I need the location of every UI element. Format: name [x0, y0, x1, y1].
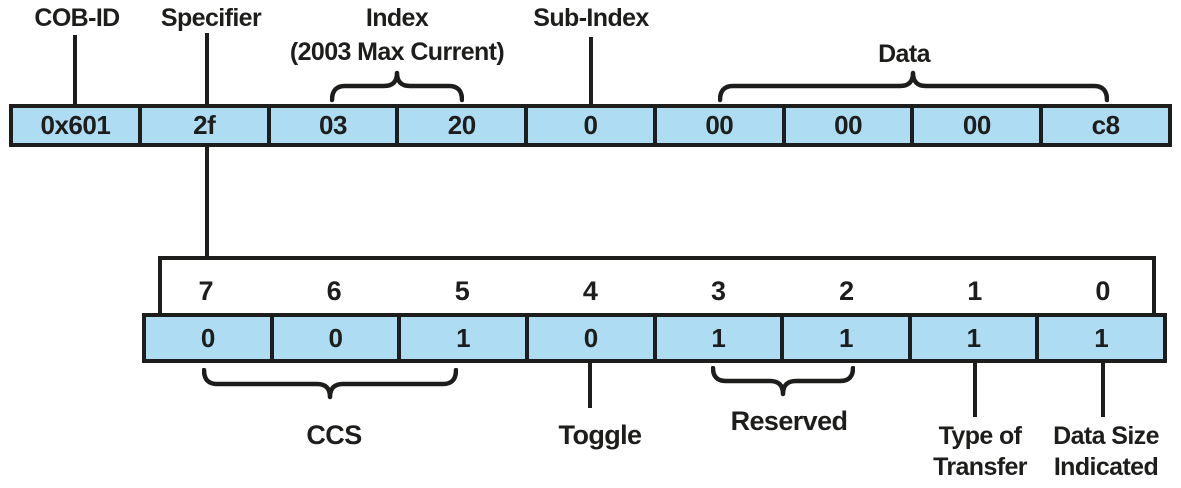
- bit-number-7: 7: [198, 276, 214, 306]
- byte-cell-sub-index: 0: [528, 108, 657, 143]
- ccs-label: CCS: [306, 420, 362, 450]
- bit-cell-0: 1: [1039, 317, 1163, 359]
- specifier-label: Specifier: [160, 4, 262, 32]
- bit-number-row: 7 6 5 4 3 2 1 0: [142, 276, 1167, 307]
- bit-cell-4: 0: [528, 317, 657, 359]
- cob-id-connector-line: [73, 35, 77, 104]
- index-sublabel: (2003 Max Current): [289, 38, 505, 66]
- bit-cell-7: 0: [146, 317, 274, 359]
- index-brace: [330, 70, 464, 103]
- byte-cell-data-1: 00: [785, 108, 915, 143]
- byte-cell-data-3: c8: [1043, 108, 1169, 143]
- type-of-transfer-label-line2: Transfer: [933, 453, 1027, 481]
- type-of-transfer-label: Type of Transfer: [933, 421, 1027, 483]
- byte-cell-specifier: 2f: [141, 108, 271, 143]
- bit-number-5: 5: [454, 276, 470, 306]
- cob-id-label: COB-ID: [34, 4, 120, 32]
- byte-cell-index-lo: 03: [270, 108, 400, 143]
- byte-cell-index-hi: 20: [399, 108, 529, 143]
- toggle-connector-line: [588, 363, 592, 408]
- bit-cell-3: 1: [656, 317, 785, 359]
- bit-cell-2: 1: [784, 317, 912, 359]
- funnel-left-line: [158, 256, 162, 315]
- sub-index-connector-line: [589, 37, 593, 104]
- bit-number-3: 3: [711, 276, 727, 306]
- bit-number-0: 0: [1095, 276, 1111, 306]
- bit-row: 0 0 1 0 1 1 1 1: [142, 313, 1167, 363]
- toggle-label: Toggle: [558, 420, 642, 450]
- data-size-indicated-label-line2: Indicated: [1053, 453, 1159, 481]
- reserved-brace: [711, 366, 855, 397]
- funnel-top-line: [158, 256, 1156, 260]
- byte-cell-cob-id: 0x601: [13, 108, 142, 143]
- byte-cell-data-0: 00: [656, 108, 786, 143]
- specifier-expand-line: [205, 147, 209, 258]
- sub-index-label: Sub-Index: [533, 4, 649, 32]
- bit-number-2: 2: [839, 276, 855, 306]
- bit-cell-5: 1: [401, 317, 529, 359]
- data-size-indicated-label-line1: Data Size: [1053, 422, 1159, 450]
- reserved-label: Reserved: [730, 406, 848, 436]
- index-label: Index: [365, 4, 429, 32]
- data-size-indicated-label: Data Size Indicated: [1053, 421, 1159, 483]
- data-size-connector-line: [1101, 363, 1105, 417]
- byte-row: 0x601 2f 03 20 0 00 00 00 c8: [9, 104, 1172, 147]
- data-label: Data: [878, 40, 930, 68]
- type-of-transfer-label-line1: Type of: [938, 422, 1022, 450]
- bit-number-4: 4: [582, 276, 598, 306]
- data-brace: [718, 70, 1109, 103]
- bit-cell-6: 0: [273, 317, 402, 359]
- funnel-right-line: [1152, 256, 1156, 315]
- bit-cell-1: 1: [911, 317, 1040, 359]
- specifier-connector-line: [205, 33, 209, 104]
- ccs-brace: [202, 368, 458, 400]
- bit-number-6: 6: [326, 276, 342, 306]
- type-of-transfer-connector-line: [973, 363, 977, 417]
- byte-cell-data-2: 00: [914, 108, 1044, 143]
- bit-number-1: 1: [967, 276, 983, 306]
